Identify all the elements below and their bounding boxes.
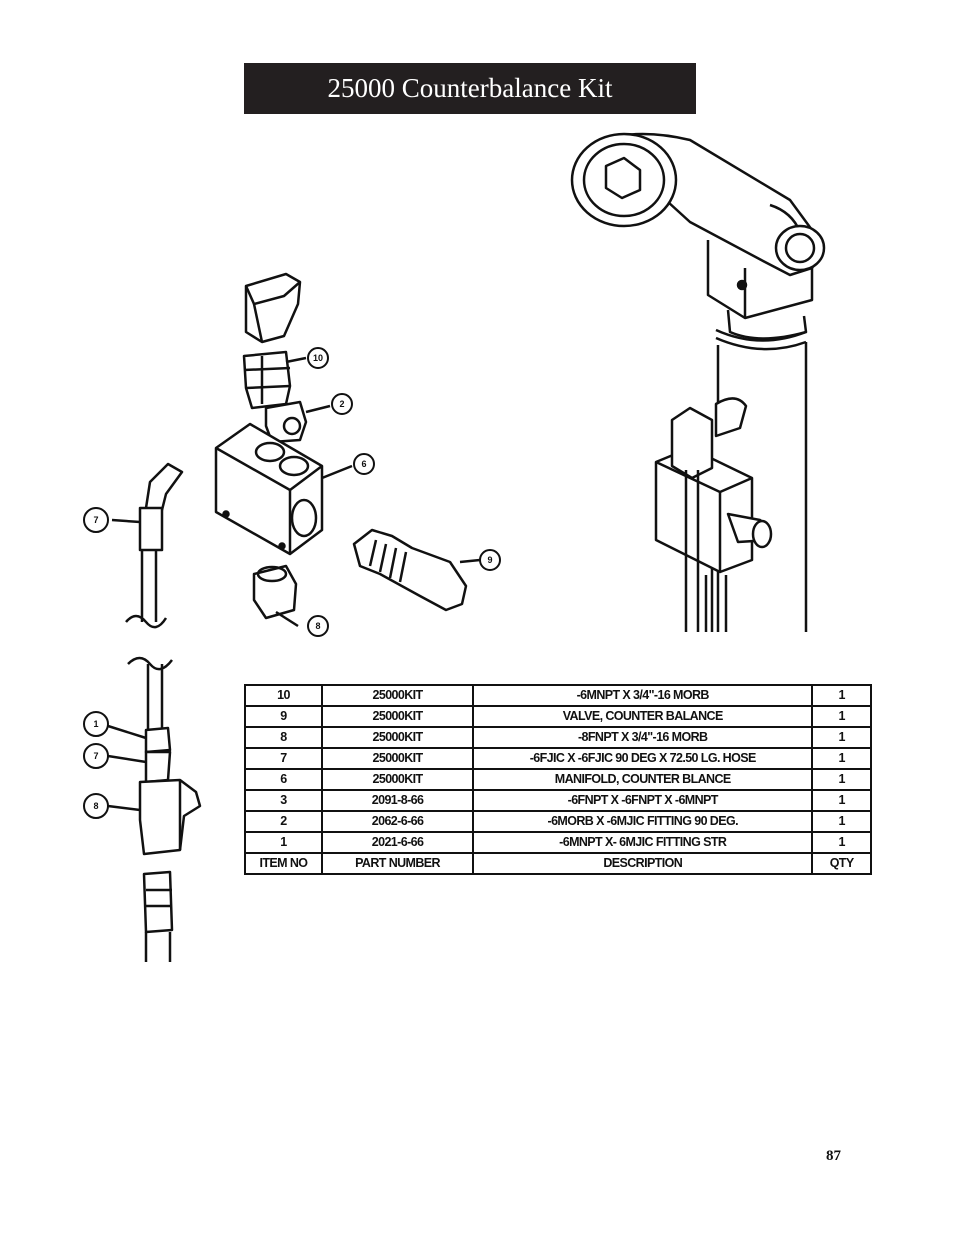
cell-qty: 1 [811, 810, 872, 833]
callout-label: 10 [313, 353, 323, 363]
header-item-no: ITEM NO [244, 852, 323, 875]
cell-description: -6FNPT X -6FNPT X -6MNPT [472, 789, 814, 812]
table-header-row: ITEM NO PART NUMBER DESCRIPTION QTY [244, 852, 872, 875]
cell-part-number: 25000KIT [320, 705, 475, 728]
cylinder-valve-drawing [654, 397, 773, 632]
header-qty: QTY [811, 852, 872, 875]
cell-item-no: 7 [244, 747, 323, 770]
header-description: DESCRIPTION [472, 852, 814, 875]
callout-label: 8 [93, 801, 98, 811]
page-number: 87 [826, 1148, 841, 1164]
adapter-item-10-drawing [242, 350, 307, 410]
cell-item-no: 9 [244, 705, 323, 728]
cell-part-number: 25000KIT [320, 768, 475, 791]
manifold-item-6-drawing [214, 422, 353, 556]
cell-qty: 1 [811, 684, 872, 707]
cell-item-no: 3 [244, 789, 323, 812]
cell-description: -6MNPT X- 6MJIC FITTING STR [472, 831, 814, 854]
cell-item-no: 2 [244, 810, 323, 833]
callout-label: 7 [93, 515, 98, 525]
cell-qty: 1 [811, 789, 872, 812]
callout-balloons [83, 347, 501, 819]
hose-upper-drawing [111, 462, 184, 629]
cell-qty: 1 [811, 726, 872, 749]
callout-label: 8 [315, 621, 320, 631]
cell-part-number: 2021-6-66 [320, 831, 475, 854]
cell-part-number: 2091-8-66 [320, 789, 475, 812]
cell-item-no: 8 [244, 726, 323, 749]
cell-description: -6FJIC X -6FJIC 90 DEG X 72.50 LG. HOSE [472, 747, 814, 770]
callout-label: 6 [361, 459, 366, 469]
cell-item-no: 10 [244, 684, 323, 707]
cell-qty: 1 [811, 768, 872, 791]
fitting-item-2-drawing [264, 400, 331, 444]
cell-qty: 1 [811, 747, 872, 770]
page-title: 25000 Counterbalance Kit [244, 63, 696, 114]
cell-qty: 1 [811, 831, 872, 854]
callout-label: 7 [93, 751, 98, 761]
cell-description: -6MORB X -6MJIC FITTING 90 DEG. [472, 810, 814, 833]
elbow-fitting-drawing [244, 272, 302, 344]
cell-part-number: 25000KIT [320, 726, 475, 749]
callout-label: 1 [93, 719, 98, 729]
cell-part-number: 25000KIT [320, 684, 475, 707]
cell-part-number: 25000KIT [320, 747, 475, 770]
callout-label: 2 [339, 399, 344, 409]
callout-label: 9 [487, 555, 492, 565]
header-part-number: PART NUMBER [320, 852, 475, 875]
cell-part-number: 2062-6-66 [320, 810, 475, 833]
cell-description: MANIFOLD, COUNTER BLANCE [472, 768, 814, 791]
cell-qty: 1 [811, 705, 872, 728]
cell-description: VALVE, COUNTER BALANCE [472, 705, 814, 728]
cylinder-head-drawing [570, 132, 826, 351]
cell-item-no: 6 [244, 768, 323, 791]
cell-item-no: 1 [244, 831, 323, 854]
valve-cartridge-item-9-drawing [352, 528, 481, 612]
hose-lower-drawing [107, 656, 202, 962]
cell-description: -8FNPT X 3/4"-16 MORB [472, 726, 814, 749]
fitting-item-8-drawing [252, 564, 299, 628]
cell-description: -6MNPT X 3/4"-16 MORB [472, 684, 814, 707]
